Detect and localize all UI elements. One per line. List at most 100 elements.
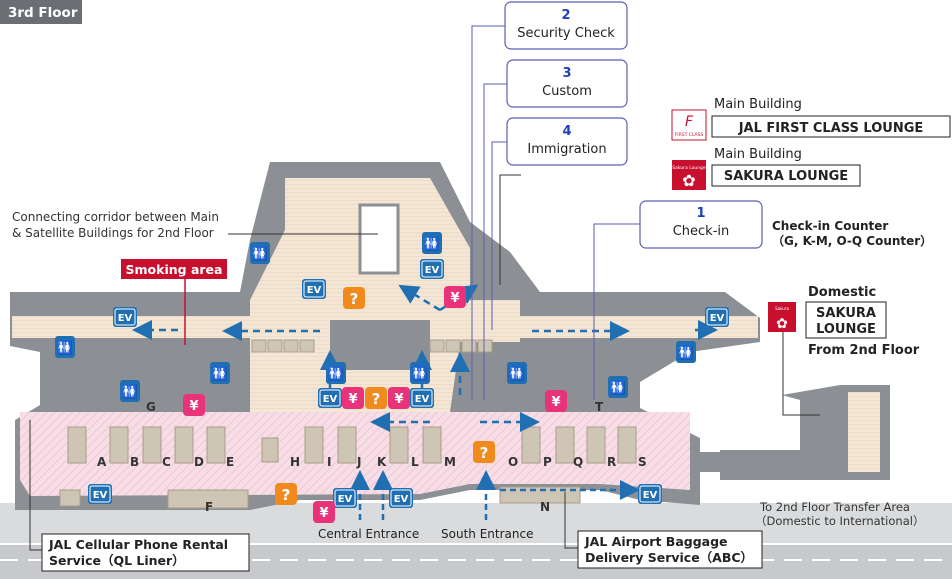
toilet-icon[interactable]: 🚻 [676, 341, 696, 363]
info-icon[interactable]: ? [275, 483, 297, 505]
svg-text:Sakura: Sakura [775, 306, 789, 311]
counter-label: C [162, 455, 171, 469]
counter-n-label: N [540, 500, 550, 514]
currency-exchange-icon[interactable]: ¥ [342, 387, 364, 409]
domestic-note: From 2nd Floor [808, 343, 920, 358]
ev-markers: EV EV EV EV EV EV EV EV EV EV [88, 259, 729, 508]
elevator-icon[interactable]: EV [410, 388, 434, 408]
counter-label: K [377, 455, 387, 469]
info-icon[interactable]: ? [473, 441, 495, 463]
cellular-line2: Service（QL Liner） [49, 553, 185, 568]
smoking-area-badge [121, 259, 227, 279]
cellular-line1: JAL Cellular Phone Rental [48, 537, 228, 552]
domestic-title: Domestic [808, 285, 876, 300]
elevator-icon[interactable]: EV [705, 307, 729, 327]
step-label: Custom [542, 84, 592, 99]
toilet-symbol: 🚻 [610, 380, 626, 396]
toilet-symbol: 🚻 [424, 236, 440, 252]
domestic-sakura-lounge[interactable]: Sakura ✿ Domestic SAKURA LOUNGE From 2nd… [768, 285, 920, 358]
ev-label: EV [93, 490, 108, 501]
sakura-flower-icon: ✿ [776, 316, 788, 332]
toilet-icon[interactable]: 🚻 [608, 376, 628, 398]
toilet-symbol: 🚻 [509, 366, 525, 382]
currency-exchange-icon[interactable]: ¥ [444, 286, 466, 308]
yen-symbol: ¥ [319, 506, 328, 521]
counter-t-label: T [595, 400, 604, 414]
transfer-line1: To 2nd Floor Transfer Area [759, 500, 910, 514]
step-number: 1 [696, 206, 705, 221]
leader-lines [471, 25, 640, 400]
ev-label: EV [307, 285, 322, 296]
first-class-name: JAL FIRST CLASS LOUNGE [738, 121, 924, 136]
step-immigration[interactable]: 4 Immigration [506, 117, 628, 166]
info-symbol: ? [282, 486, 291, 504]
currency-exchange-icon[interactable]: ¥ [313, 501, 335, 523]
elevator-icon[interactable]: EV [88, 484, 112, 504]
toilet-icon[interactable]: 🚻 [55, 336, 75, 358]
first-class-lounge[interactable]: F FIRST CLASS Main Building JAL FIRST CL… [671, 97, 951, 141]
elevator-icon[interactable]: EV [318, 388, 342, 408]
ev-label: EV [338, 494, 353, 505]
counter-label: H [290, 455, 300, 469]
counter-label: S [638, 455, 647, 469]
currency-exchange-icon[interactable]: ¥ [388, 387, 410, 409]
toilet-icon[interactable]: 🚻 [326, 362, 346, 384]
info-symbol: ? [372, 390, 381, 408]
transfer-line2: （Domestic to International） [755, 514, 924, 528]
info-icon[interactable]: ? [343, 287, 365, 309]
counter-g-label: G [146, 400, 156, 414]
baggage-delivery-service[interactable]: JAL Airport Baggage Delivery Service（ABC… [577, 530, 763, 569]
ev-label: EV [394, 494, 409, 505]
elevator-icon[interactable]: EV [333, 488, 357, 508]
ev-label: EV [710, 313, 725, 324]
step-check-in[interactable]: 1 Check-in [639, 200, 763, 249]
sakura-building: Main Building [714, 147, 802, 162]
counter-f-label: F [205, 500, 213, 514]
toilet-markers: 🚻 🚻 🚻 🚻 🚻 🚻 🚻 🚻 🚻 🚻 [55, 232, 696, 402]
toilet-icon[interactable]: 🚻 [250, 242, 270, 264]
elevator-icon[interactable]: EV [638, 484, 662, 504]
ev-label: EV [415, 394, 430, 405]
step-custom[interactable]: 3 Custom [506, 59, 628, 108]
counter-label: I [327, 455, 331, 469]
step-number: 3 [562, 66, 571, 81]
step-number: 2 [561, 8, 570, 23]
toilet-icon[interactable]: 🚻 [422, 232, 442, 254]
elevator-icon[interactable]: EV [113, 307, 137, 327]
elevator-icon[interactable]: EV [389, 488, 413, 508]
south-entrance-label: South Entrance [441, 527, 533, 541]
toilet-symbol: 🚻 [678, 345, 694, 361]
sakura-name: SAKURA LOUNGE [724, 169, 848, 184]
yen-symbol: ¥ [450, 291, 459, 306]
domestic-name-line2: LOUNGE [816, 322, 876, 337]
floor-label: 3rd Floor [8, 5, 78, 21]
counter-label: L [411, 455, 419, 469]
step-number: 4 [562, 124, 571, 139]
yen-symbol: ¥ [189, 399, 198, 414]
yen-symbol: ¥ [551, 395, 560, 410]
sakura-lounge[interactable]: Sakura Lounge ✿ Main Building SAKURA LOU… [672, 147, 861, 190]
elevator-icon[interactable]: EV [420, 259, 444, 279]
toilet-symbol: 🚻 [212, 366, 228, 382]
ev-label: EV [323, 394, 338, 405]
first-class-logo-text: FIRST CLASS [675, 132, 704, 138]
baggage-line1: JAL Airport Baggage [584, 534, 728, 549]
step-security-check[interactable]: 2 Security Check [504, 1, 628, 50]
counter-label: J [356, 455, 361, 469]
corridor-note-line2: & Satellite Buildings for 2nd Floor [12, 226, 214, 240]
toilet-icon[interactable]: 🚻 [507, 362, 527, 384]
counter-label: P [543, 455, 552, 469]
toilet-icon[interactable]: 🚻 [410, 362, 430, 384]
elevator-icon[interactable]: EV [302, 279, 326, 299]
toilet-icon[interactable]: 🚻 [210, 362, 230, 384]
currency-exchange-icon[interactable]: ¥ [183, 394, 205, 416]
currency-exchange-icon[interactable]: ¥ [545, 390, 567, 412]
step-label: Check-in [673, 224, 730, 239]
info-symbol: ? [350, 290, 359, 308]
counter-label: O [508, 455, 518, 469]
info-icon[interactable]: ? [365, 387, 387, 409]
counter-label: M [444, 455, 456, 469]
toilet-icon[interactable]: 🚻 [120, 380, 140, 402]
ev-label: EV [118, 313, 133, 324]
cellular-rental-service[interactable]: JAL Cellular Phone Rental Service（QL Lin… [41, 533, 250, 572]
